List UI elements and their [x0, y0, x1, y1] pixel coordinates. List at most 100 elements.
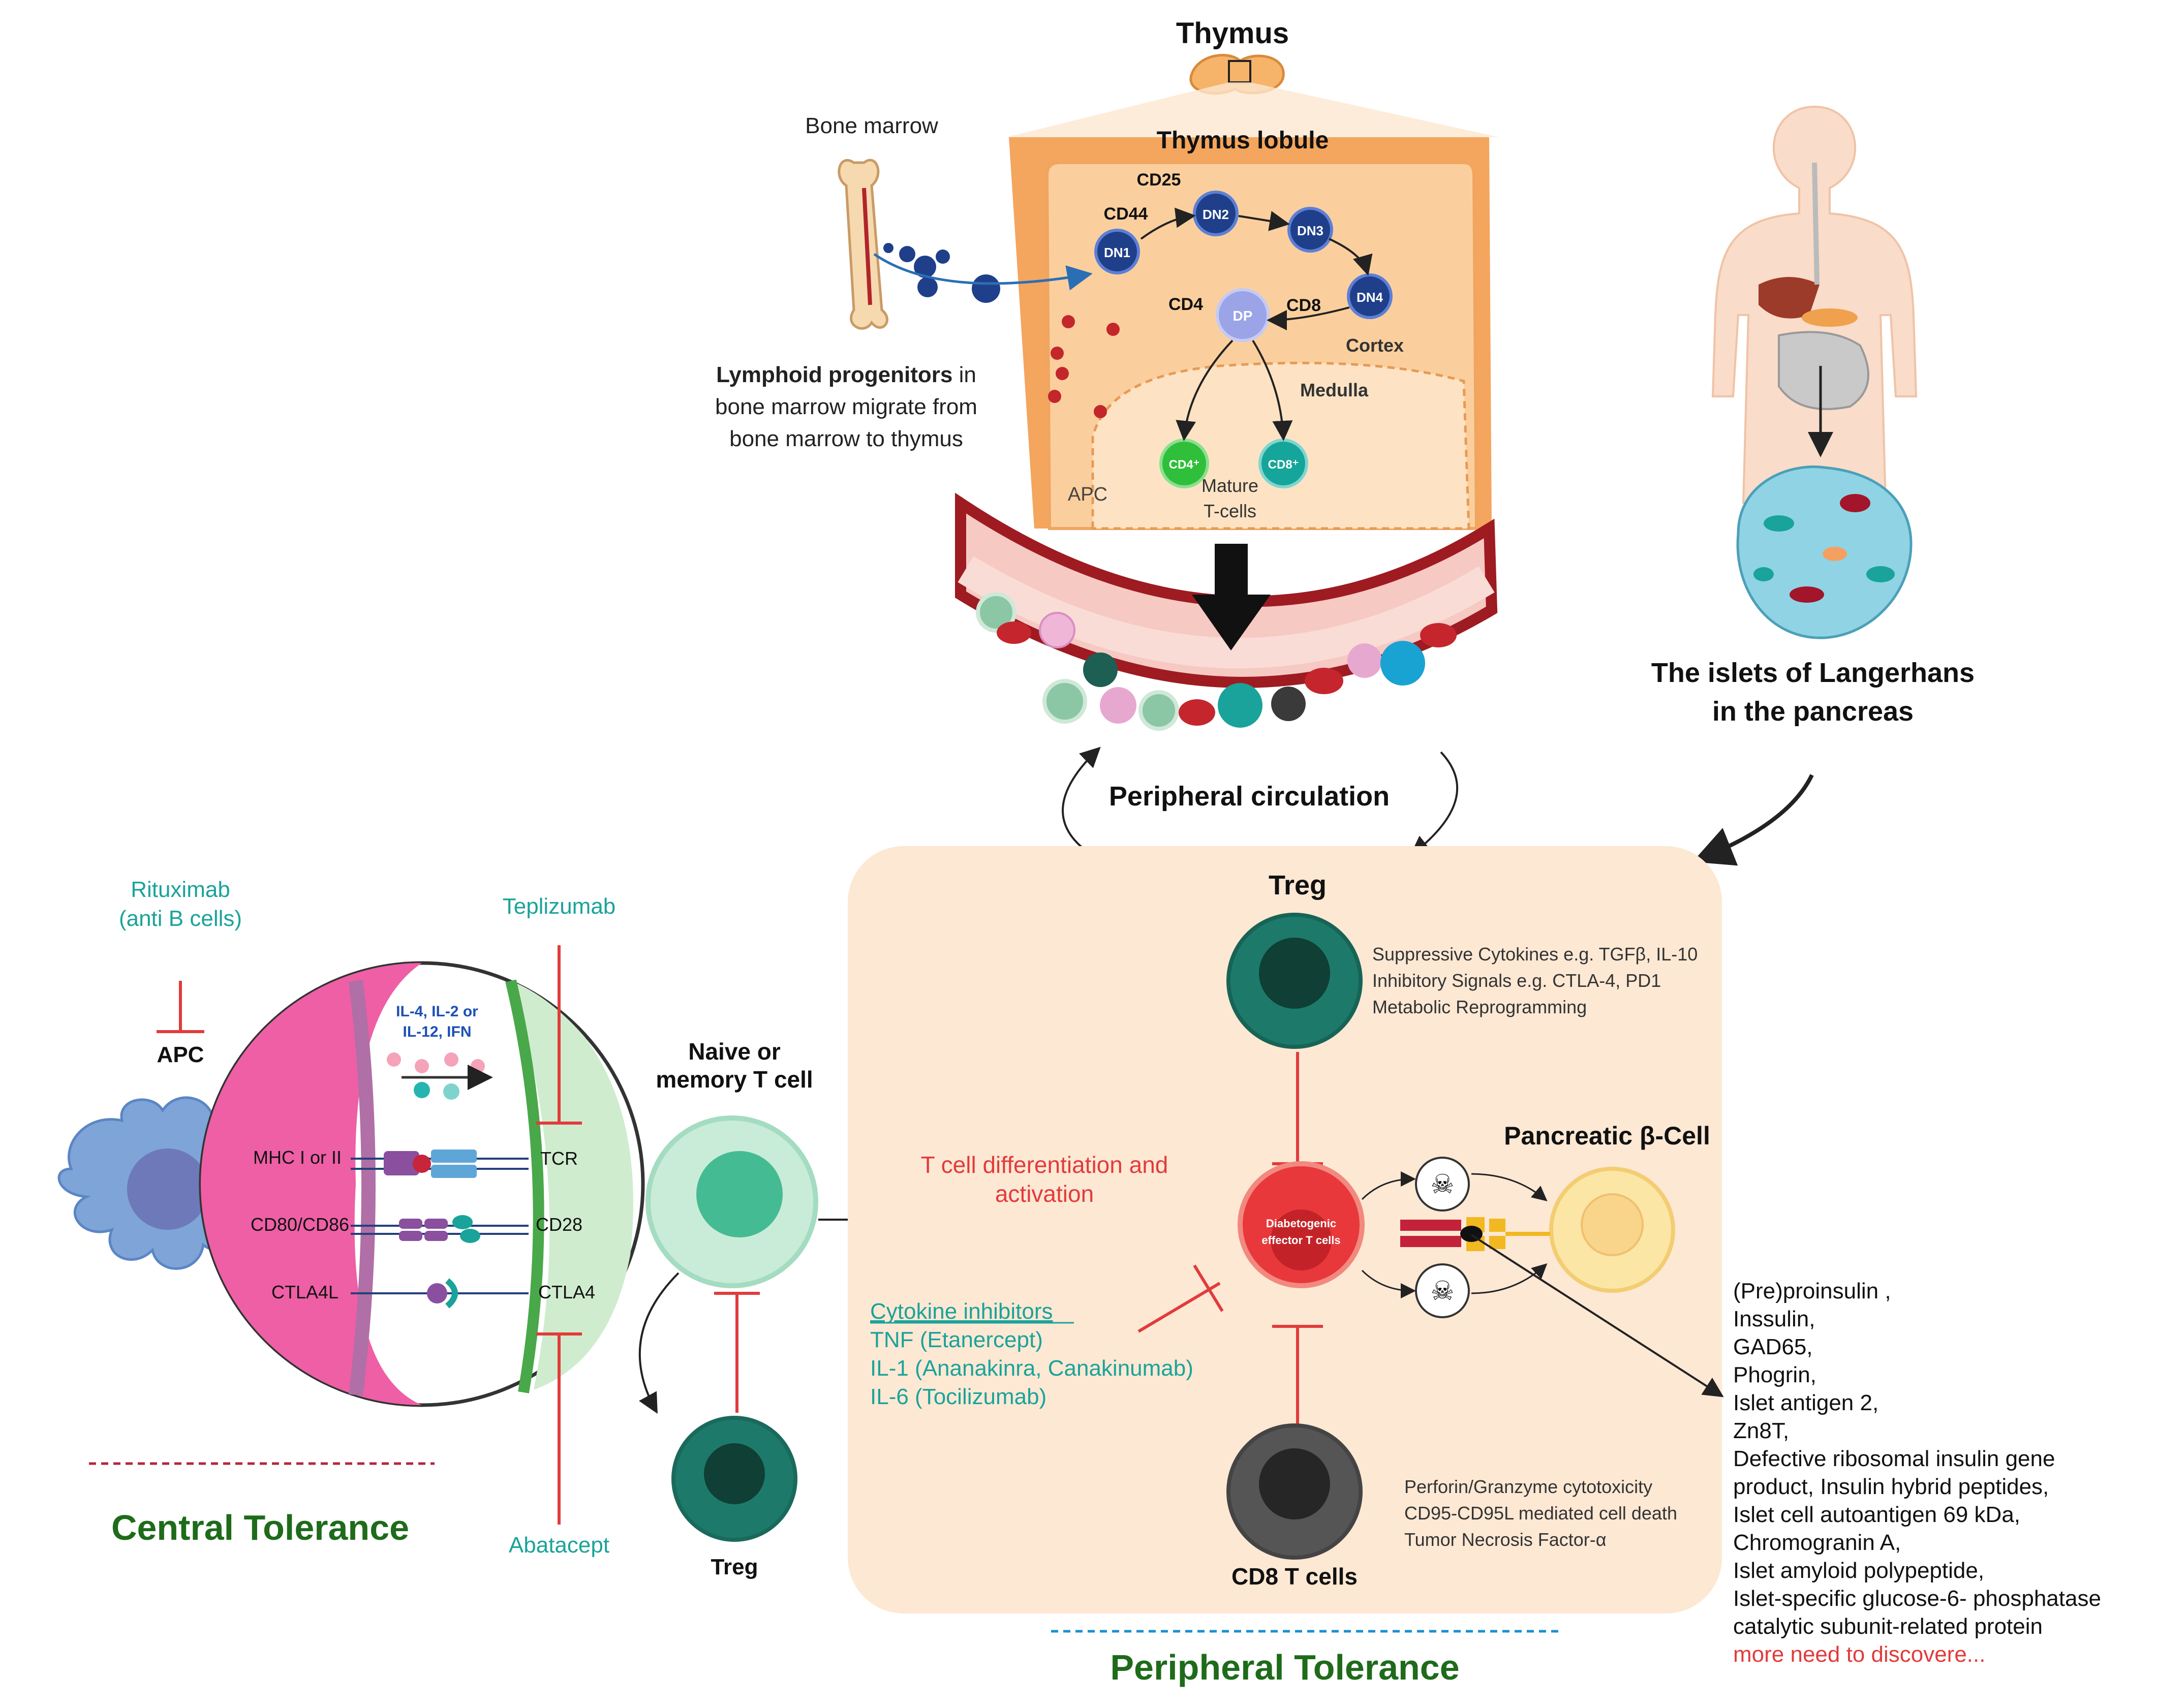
- cd8-note-2: CD95-CD95L mediated cell death: [1404, 1503, 1677, 1524]
- central-apc-label: APC: [157, 1042, 204, 1067]
- naive-tcell-nucleus: [696, 1151, 783, 1237]
- pancreas-organ-icon: [1802, 308, 1858, 327]
- receptor-label-ctla4l: CTLA4L: [271, 1282, 338, 1302]
- central-treg-nucleus: [704, 1443, 765, 1504]
- autoantigen-item: Chromogranin A,: [1733, 1530, 1901, 1555]
- receptor-label-cd80: CD80/CD86: [251, 1214, 349, 1235]
- autoantigen-item: Islet amyloid polypeptide,: [1733, 1558, 1984, 1583]
- cytokine-label-1: IL-4, IL-2 or: [396, 1003, 478, 1020]
- teplizumab-label: Teplizumab: [503, 894, 616, 919]
- effector-tcell-nucleus: [1271, 1209, 1332, 1270]
- thymus-lobule-label: Thymus lobule: [1157, 127, 1329, 154]
- mature-cd4-cell: CD4⁺: [1159, 439, 1209, 488]
- autoantigen-item: Islet cell autoantigen 69 kDa,: [1733, 1502, 2020, 1527]
- autoantigen-item: Phogrin,: [1733, 1362, 1816, 1387]
- bone-icon: [838, 159, 888, 330]
- differentiation-label-1: T cell differentiation and: [921, 1152, 1168, 1178]
- islets-to-panel-arrow: [1692, 774, 1814, 866]
- thymus-zoom-cone: [1006, 82, 1499, 137]
- stage-dn1: DN1: [1094, 229, 1140, 274]
- cd8-note-3: Tumor Necrosis Factor-α: [1404, 1529, 1607, 1550]
- cytokine-dots: [387, 1052, 485, 1100]
- inhibitor-il1: IL-1 (Ananakinra, Canakinumab): [870, 1356, 1193, 1381]
- svg-text:☠: ☠: [1431, 1170, 1455, 1199]
- ctla4-complex: [351, 1278, 529, 1309]
- islets-label-1: The islets of Langerhans: [1651, 658, 1975, 688]
- intestine-icon: [1778, 331, 1869, 410]
- pancreas-section: The islets of Langerhans in the pancreas: [1651, 105, 1975, 866]
- central-tolerance-title: Central Tolerance: [111, 1508, 409, 1547]
- autoantigen-item: product, Insulin hybrid peptides,: [1733, 1474, 2049, 1499]
- receptor-label-cd28: CD28: [536, 1214, 582, 1235]
- circulation-arrow-left: [1062, 747, 1101, 855]
- cytokine-inhibitor-bar: [1193, 1264, 1224, 1312]
- tcell-membrane-edge: [505, 979, 544, 1393]
- thymus-apc-label: APC: [1068, 484, 1107, 505]
- thymus-arrows: [1140, 207, 1373, 441]
- apc-membrane-edge: [349, 980, 376, 1396]
- effector-beta-interaction: [1400, 1217, 1550, 1251]
- central-treg-label: Treg: [711, 1555, 758, 1579]
- inhibitor-tnf: TNF (Etanercept): [870, 1327, 1043, 1352]
- bone-marrow-caption-3: bone marrow to thymus: [729, 426, 963, 451]
- peripheral-treg-nucleus: [1259, 938, 1330, 1009]
- peripheral-tolerance-title: Peripheral Tolerance: [1110, 1648, 1459, 1687]
- autoantigen-list: (Pre)proinsulin ,Inssulin,GAD65,Phogrin,…: [1733, 1279, 2101, 1667]
- central-tolerance-section: Rituximab (anti B cells) APC IL-4, IL-2 …: [57, 877, 645, 1558]
- circulation-arrow-right: [1409, 751, 1458, 856]
- apc-membrane-region: [201, 963, 422, 1405]
- apc-nucleus: [127, 1148, 208, 1230]
- differentiation-label-2: activation: [995, 1181, 1094, 1207]
- svg-text:CD4⁺: CD4⁺: [1169, 458, 1200, 472]
- vessel-lumen: [958, 556, 1495, 669]
- liver-icon: [1759, 277, 1820, 319]
- svg-text:CD8⁺: CD8⁺: [1268, 458, 1299, 472]
- beta-cell-nucleus: [1581, 1193, 1644, 1256]
- autoantigen-item: GAD65,: [1733, 1334, 1813, 1359]
- bone-marrow-caption-2: bone marrow migrate from: [715, 394, 977, 419]
- peripheral-treg-title: Treg: [1269, 870, 1327, 900]
- esophagus-line: [1812, 162, 1820, 285]
- marker-cd44: CD44: [1104, 204, 1148, 224]
- marker-cd8: CD8: [1286, 296, 1321, 315]
- medulla-label: Medulla: [1300, 380, 1369, 400]
- autoantigen-item: (Pre)proinsulin ,: [1733, 1279, 1891, 1303]
- blood-cells: [976, 592, 1457, 731]
- svg-text:DN1: DN1: [1104, 245, 1130, 260]
- stage-dp: DP: [1216, 288, 1270, 342]
- islets-label-2: in the pancreas: [1712, 696, 1914, 727]
- stage-dn4: DN4: [1347, 273, 1393, 319]
- thymus-red-cells: [1048, 315, 1120, 418]
- treg-note-1: Suppressive Cytokines e.g. TGFβ, IL-10: [1372, 944, 1698, 965]
- cd8-note-1: Perforin/Granzyme cytotoxicity: [1404, 1476, 1652, 1497]
- effector-label-2: effector T cells: [1261, 1234, 1340, 1247]
- mhc-tcr-complex: [351, 1150, 529, 1178]
- marker-cd4: CD4: [1168, 295, 1203, 314]
- cd8-title: CD8 T cells: [1231, 1563, 1358, 1590]
- naive-label-1: Naive or: [688, 1038, 781, 1065]
- cytokine-inhibitor-line: [1137, 1282, 1221, 1333]
- cd8-tcell-nucleus: [1259, 1448, 1330, 1519]
- naive-label-2: memory T cell: [656, 1066, 813, 1093]
- svg-text:DN2: DN2: [1203, 207, 1229, 222]
- thymus-down-arrow: [1192, 544, 1271, 650]
- bone-marrow-caption-1: Lymphoid progenitors in: [716, 362, 976, 387]
- circulation-label: Peripheral circulation: [1109, 781, 1390, 812]
- stage-dn3: DN3: [1287, 207, 1333, 253]
- skull-icon-bottom: ☠: [1415, 1263, 1470, 1318]
- receptor-label-tcr: TCR: [540, 1148, 578, 1169]
- cytokine-label-2: IL-12, IFN: [403, 1023, 471, 1040]
- cortex-label: Cortex: [1346, 335, 1404, 356]
- stage-dn2: DN2: [1193, 191, 1239, 236]
- marker-cd25: CD25: [1137, 170, 1181, 190]
- thymus-title: Thymus: [1176, 17, 1289, 50]
- cd80-cd28-complex: [351, 1215, 529, 1243]
- mature-cd8-cell: CD8⁺: [1258, 439, 1308, 488]
- mature-label-1: Mature: [1201, 475, 1258, 496]
- thymus-section: Thymus Thymus lobule Cortex Medulla APC …: [1006, 17, 1499, 530]
- svg-text:DN4: DN4: [1357, 290, 1383, 305]
- beta-cell-label: Pancreatic β-Cell: [1504, 1122, 1710, 1150]
- effector-label-1: Diabetogenic: [1266, 1217, 1336, 1230]
- autoantigen-item: Islet-specific glucose-6- phosphatase: [1733, 1586, 2101, 1611]
